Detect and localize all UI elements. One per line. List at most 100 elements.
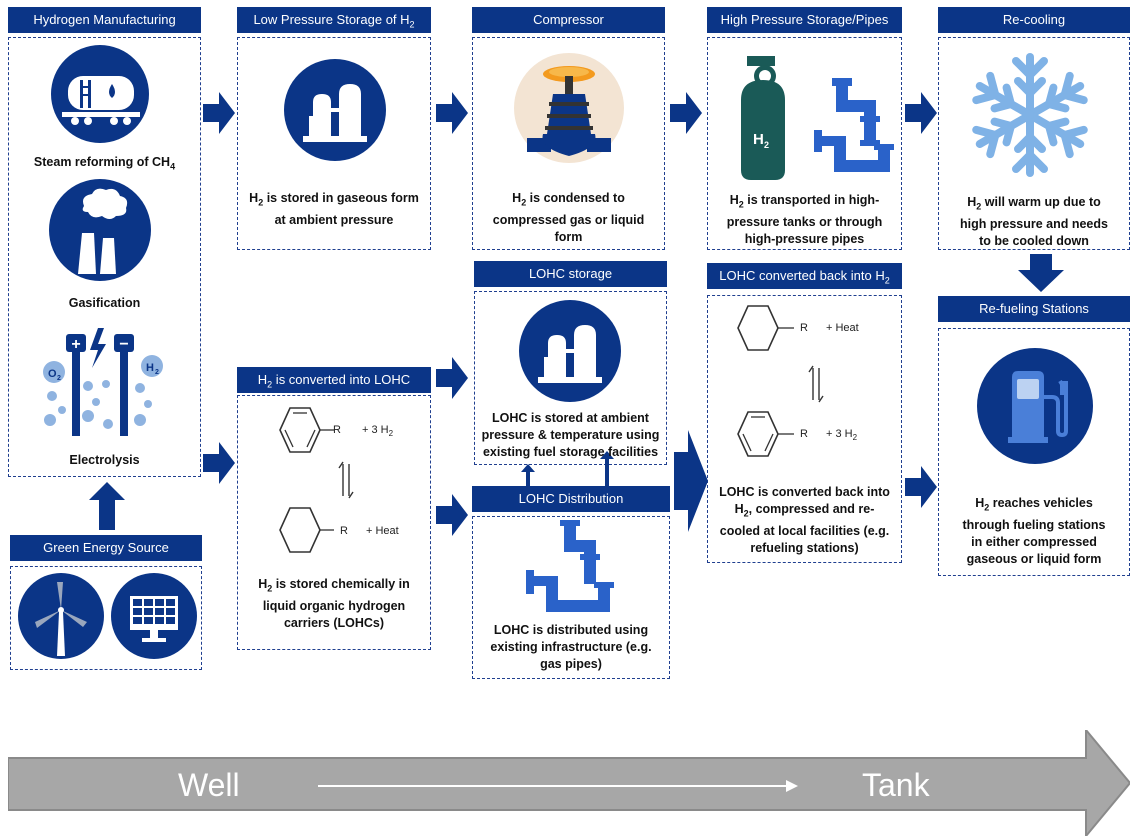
cap-comp-line3: form <box>554 229 583 244</box>
caption-high-pressure: H2 is transported in high- pressure tank… <box>707 192 902 248</box>
label-tank: Tank <box>862 767 930 803</box>
header-refueling: Re-fueling Stations <box>938 296 1130 322</box>
cap-lp-line1: is stored in gaseous form <box>263 191 419 205</box>
cap-lb-line3: cooled at local facilities (e.g. <box>719 523 890 538</box>
svg-text:−: − <box>119 336 128 353</box>
cap-lb-line2: , compressed and re- <box>748 502 875 516</box>
header-lohc-back-label: LOHC converted back into H <box>719 268 885 283</box>
cap-hp-line3: high-pressure pipes <box>744 231 865 246</box>
header-hydrogen-manufacturing: Hydrogen Manufacturing <box>8 7 201 33</box>
arrow-right-1 <box>203 92 235 134</box>
cap-rc-line1: will warm up due to <box>981 195 1101 209</box>
cap-rf-line1: reaches vehicles <box>989 496 1093 510</box>
cap-ls-line3: existing fuel storage facilities <box>482 445 659 459</box>
header-converted-lohc: H2 is converted into LOHC <box>237 367 431 393</box>
arrow-right-to-distribution <box>436 494 468 536</box>
distribution-pipes-icon <box>526 520 614 612</box>
cap-hp-sub: 2 <box>738 199 744 210</box>
benzene-ring-icon <box>279 407 334 453</box>
cap-rc-sub: 2 <box>976 201 982 212</box>
header-lohc-back: LOHC converted back into H2 <box>707 263 902 289</box>
chem-3h2-sub-2: 2 <box>852 433 858 443</box>
chem-plus-3h2-1: + 3 H2 <box>362 424 393 438</box>
pipes-icon <box>814 78 894 172</box>
arrow-up-green <box>89 482 125 530</box>
arrow-right-2 <box>436 92 468 134</box>
benzene-ring-icon-2 <box>737 411 794 457</box>
chem-r-4: R <box>800 428 808 440</box>
cap-lp-sub: 2 <box>258 197 264 208</box>
chem-3h2-text-1: + 3 H <box>362 424 389 436</box>
caption-refueling: H2 reaches vehicles through fueling stat… <box>938 495 1130 568</box>
header-lohc-storage: LOHC storage <box>474 261 667 287</box>
chem-3h2-sub-1: 2 <box>388 429 394 439</box>
cap-hp-h: H <box>729 193 739 207</box>
chem-r-1: R <box>333 424 341 436</box>
cap-lp-line2: at ambient pressure <box>274 212 394 227</box>
factory-smoke-icon <box>49 179 151 281</box>
cap-ls-line2: pressure & temperature using <box>481 428 660 442</box>
cap-lb-sub: 2 <box>743 508 749 519</box>
cap-ld-line1: LOHC is distributed using <box>493 623 649 637</box>
arrow-up-storage-right <box>600 451 614 487</box>
arrow-right-3 <box>670 92 702 134</box>
cap-lp-h: H <box>249 191 259 205</box>
equilibrium-arrows-1 <box>338 461 354 499</box>
header-recooling: Re-cooling <box>938 7 1130 33</box>
arrow-right-big <box>674 430 708 532</box>
header-low-pressure-sub: 2 <box>409 19 415 30</box>
wind-turbine-icon <box>18 573 104 659</box>
chem-plus-heat-1: + Heat <box>366 525 399 537</box>
cap-cv-line1: is stored chemically in <box>272 577 410 591</box>
cap-rc-h: H <box>967 195 977 209</box>
cap-ld-line3: gas pipes) <box>540 657 602 671</box>
arrow-right-to-refueling <box>905 466 937 508</box>
h2-cylinder-icon: H 2 <box>741 56 785 180</box>
cap-lb-line1: LOHC is converted back into <box>719 485 890 499</box>
header-converted-h: H <box>257 372 268 387</box>
lohc-storage-tank-icon <box>519 300 621 402</box>
cap-cv-line3: carriers (LOHCs) <box>283 615 385 630</box>
chem-plus-heat-2: + Heat <box>826 322 859 334</box>
header-green-energy: Green Energy Source <box>10 535 202 561</box>
caption-lohc-back: LOHC is converted back into H2, compress… <box>707 484 902 557</box>
cap-rf-h: H <box>975 496 985 510</box>
cap-ld-line2: existing infrastructure (e.g. <box>490 640 652 654</box>
cyclohexane-ring-icon-2 <box>737 305 794 351</box>
cap-rf-line4: gaseous or liquid form <box>966 551 1102 566</box>
caption-low-pressure: H2 is stored in gaseous form at ambient … <box>237 190 431 229</box>
cap-hp-line1: is transported in high- <box>743 193 880 207</box>
cap-comp-h: H <box>512 191 522 205</box>
electrolysis-icon: + − O 2 H 2 <box>43 328 163 436</box>
header-lohc-distribution: LOHC Distribution <box>472 486 670 512</box>
cap-rf-line2: through fueling stations <box>962 517 1106 532</box>
header-compressor: Compressor <box>472 7 665 33</box>
cap-comp-sub: 2 <box>521 197 527 208</box>
caption-compressor: H2 is condensed to compressed gas or liq… <box>472 190 665 246</box>
chem-r-3: R <box>800 322 808 334</box>
header-low-pressure-label: Low Pressure Storage of H <box>253 12 410 27</box>
cylinder-h-label: H <box>753 131 764 148</box>
cap-rc-line3: to be cooled down <box>979 233 1089 248</box>
label-steam-reforming: Steam reforming of CH4 <box>8 155 201 172</box>
cap-comp-line2: compressed gas or liquid <box>492 212 645 227</box>
header-low-pressure-storage: Low Pressure Storage of H2 <box>237 7 431 33</box>
solar-panel-icon <box>111 573 197 659</box>
header-lohc-back-sub: 2 <box>884 275 890 286</box>
well-to-tank-arrow <box>8 730 1130 836</box>
cap-rf-sub: 2 <box>984 502 990 513</box>
train-tank-icon <box>51 45 149 143</box>
svg-text:+: + <box>71 336 80 353</box>
chem-r-2: R <box>340 525 348 537</box>
valve-icon <box>514 53 624 163</box>
arrow-right-to-storage <box>436 357 468 399</box>
arrow-down-recooling <box>1018 254 1064 292</box>
cap-rc-line2: high pressure and needs <box>960 216 1108 231</box>
snowflake-icon <box>972 53 1088 177</box>
caption-recooling: H2 will warm up due to high pressure and… <box>938 194 1130 250</box>
box-converted-lohc <box>237 395 431 650</box>
o2-bubble-label: O <box>48 368 57 380</box>
arrow-up-storage-left <box>521 464 535 488</box>
header-converted-sub: 2 <box>267 379 273 390</box>
label-steam-text: Steam reforming of CH <box>33 155 171 169</box>
